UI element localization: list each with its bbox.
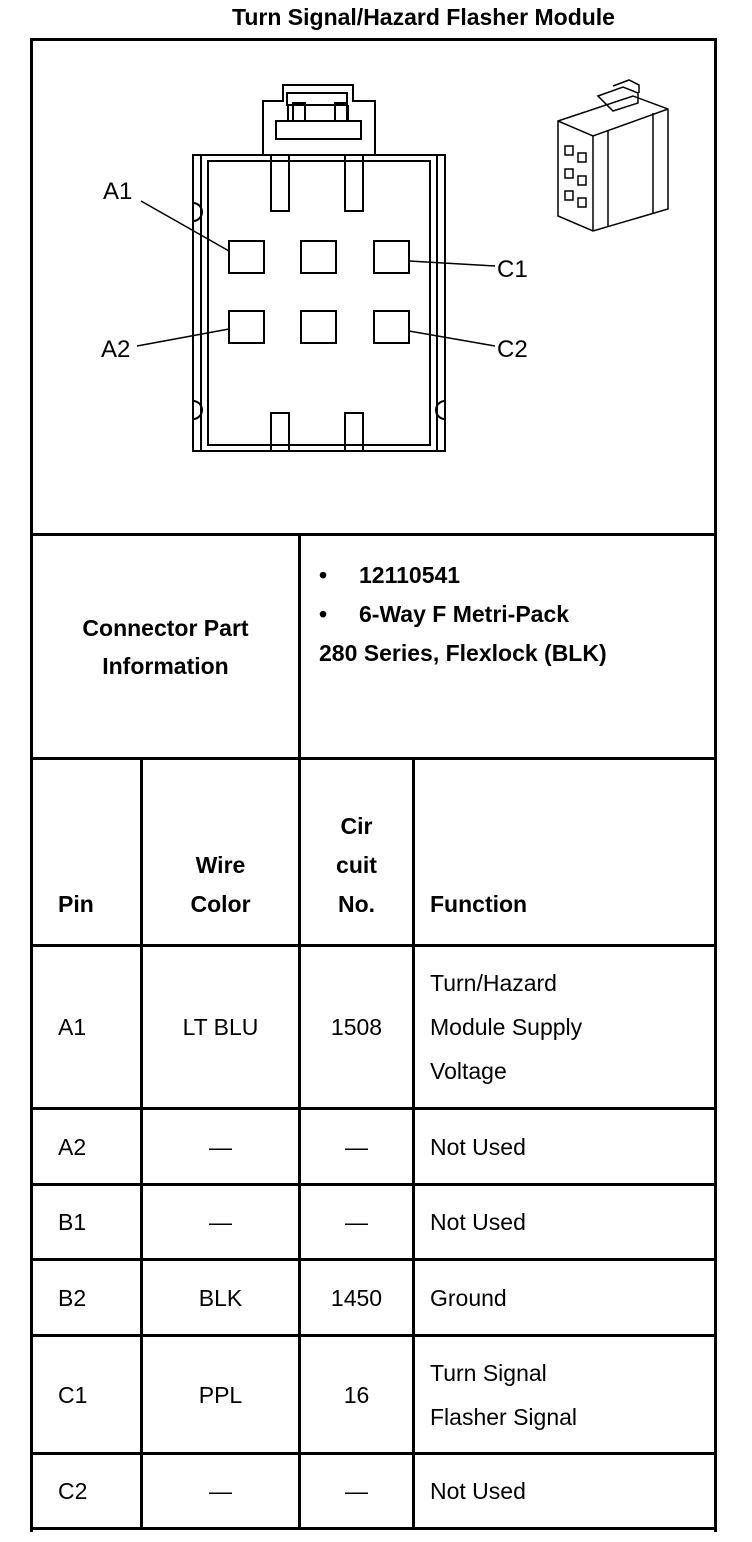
table-row-circuit: — [345, 1478, 368, 1504]
pin-label-a2: A2 [101, 336, 130, 363]
pin-label-a1: A1 [103, 178, 132, 205]
table-row-circuit: — [345, 1133, 368, 1160]
divider-row-c1 [30, 1452, 717, 1455]
divider-bottom [30, 1527, 717, 1530]
header-function: Function [430, 891, 528, 917]
table-row-function: Not Used [430, 1133, 526, 1160]
connector-info-label-line2: Information [102, 652, 229, 679]
table-row-circuit: — [345, 1209, 368, 1235]
table-row-circuit: 1450 [330, 1284, 383, 1311]
divider-row-a1 [30, 1107, 717, 1110]
divider-col-circuit [412, 757, 415, 1530]
table-frame [30, 38, 717, 1532]
connector-info-values: • 12110541 • 6-Way F Metri-Pack 280 Seri… [301, 536, 714, 757]
diagram-title: Turn Signal/Hazard Flasher Module [232, 4, 615, 30]
table-row-wire: LT BLU [182, 1014, 259, 1040]
table-row-function: Not Used [430, 1209, 526, 1235]
table-row-wire: — [209, 1478, 232, 1504]
divider-row-b2 [30, 1334, 717, 1337]
divider-header [30, 944, 717, 947]
table-row-pin: B2 [58, 1284, 87, 1311]
table-row-pin: A1 [58, 1014, 87, 1040]
table-row-function: Turn Signal Flasher Signal [430, 1359, 578, 1430]
description-line1: 6-Way F Metri-Pack [359, 601, 570, 627]
bullet-glyph: • [319, 562, 328, 588]
connector-iso-icon [557, 79, 669, 232]
header-pin: Pin [58, 891, 94, 917]
connector-diagram: A1 A2 C1 C2 [33, 41, 714, 533]
table-row-pin: A2 [58, 1133, 87, 1160]
connector-info-label: Connector Part Information [33, 536, 298, 757]
divider-row-a2 [30, 1183, 717, 1186]
table-row-function: Ground [430, 1284, 507, 1311]
divider-diagram [30, 533, 717, 536]
table-row-circuit: 1508 [330, 1014, 383, 1040]
table-row-function: Not Used [430, 1478, 526, 1504]
pin-label-c2: C2 [497, 336, 528, 363]
table-row-wire: PPL [198, 1381, 243, 1408]
divider-connector-col [298, 533, 301, 760]
header-wire-color: Wire Color [190, 852, 251, 917]
table-row-circuit: 16 [343, 1381, 370, 1408]
table-row-wire: BLK [198, 1284, 243, 1311]
bullet-description: • 6-Way F Metri-Pack [319, 595, 714, 634]
connector-face-drawing: A1 A2 C1 C2 [101, 79, 669, 452]
connector-info-label-line1: Connector Part [82, 614, 249, 641]
table-row-wire: — [209, 1133, 232, 1160]
bullet-glyph: • [319, 601, 328, 627]
divider-col-pin [140, 757, 143, 1530]
table-row-pin: B1 [58, 1209, 87, 1235]
table-row-wire: — [209, 1209, 232, 1235]
part-number: 12110541 [359, 562, 461, 588]
table-row-pin: C2 [58, 1478, 88, 1504]
divider-col-wire [298, 757, 301, 1530]
pin-label-c1: C1 [497, 256, 528, 283]
description-line2: 280 Series, Flexlock (BLK) [319, 640, 607, 666]
bullet-part-number: • 12110541 [319, 556, 714, 595]
header-circuit-no: Cir cuit No. [336, 813, 377, 917]
divider-row-b1 [30, 1258, 717, 1261]
divider-connector-info [30, 757, 717, 760]
table-row-function: Turn/Hazard Module Supply Voltage [430, 970, 583, 1084]
table-row-pin: C1 [58, 1381, 88, 1408]
